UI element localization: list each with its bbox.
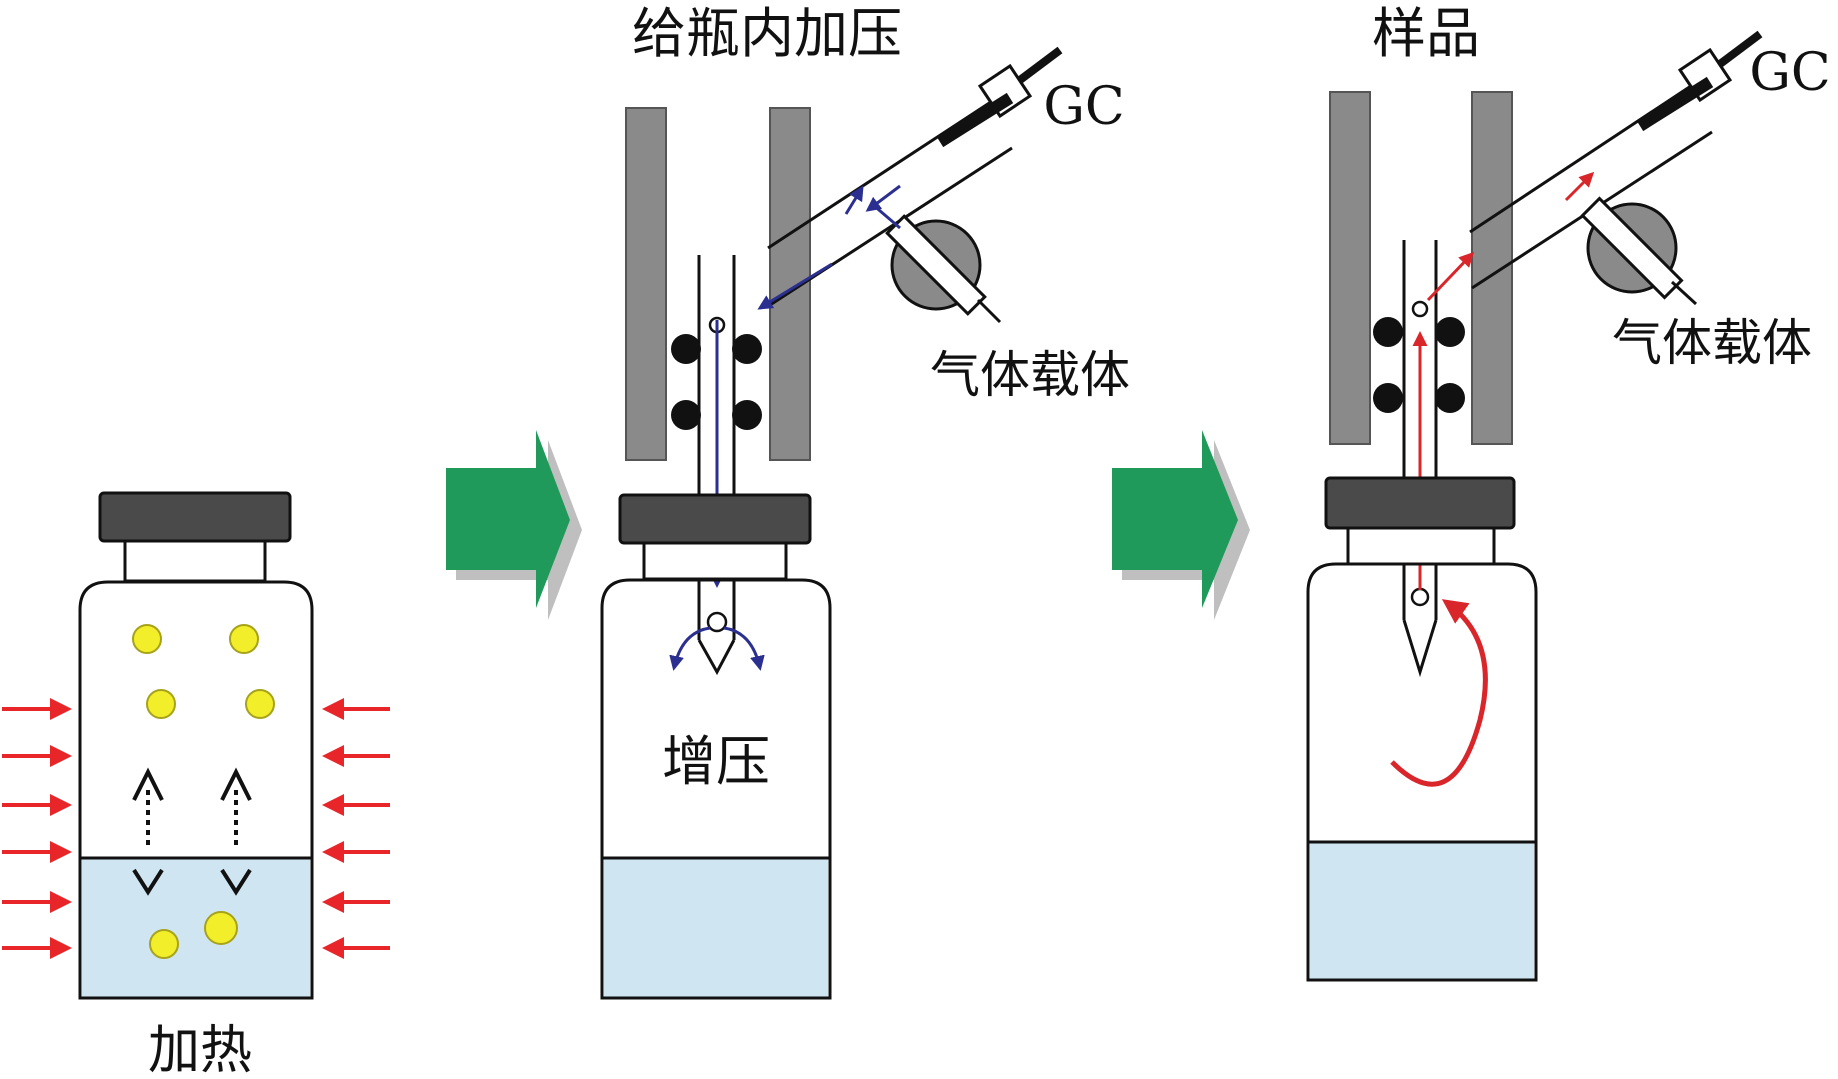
vial-cap [618, 493, 812, 545]
carrier-gas-label: 气体载体 [930, 346, 1130, 404]
carrier-flow-arrow [669, 184, 901, 671]
vial-neck [642, 541, 788, 581]
valve-icon [871, 202, 1002, 324]
vial-neck [1346, 526, 1496, 566]
vial-body [78, 580, 314, 1000]
needle-tip [1402, 619, 1438, 678]
vapor-arrow [220, 767, 252, 896]
o-ring [1435, 383, 1465, 413]
heating-label: 加热 [148, 1021, 252, 1079]
injector-column [769, 107, 811, 461]
particle [204, 911, 238, 945]
particle [245, 689, 275, 719]
gc-label: GC [1043, 77, 1124, 137]
particle [229, 624, 259, 654]
vial-cap [98, 491, 292, 543]
liquid [1310, 842, 1534, 980]
o-ring [732, 334, 762, 364]
gc-label: GC [1749, 43, 1830, 103]
vial-neck [123, 539, 267, 583]
particle [149, 929, 179, 959]
pressurize-title: 给瓶内加压 [632, 2, 902, 65]
needle-port [706, 611, 728, 633]
heat-arrows-left [2, 698, 72, 959]
carrier-gas-label: 气体载体 [1612, 314, 1812, 372]
vial-body [1306, 562, 1538, 982]
stage-heating: 加热 [2, 491, 390, 1079]
o-ring [1373, 317, 1403, 347]
needle-tip [697, 639, 736, 676]
liquid [604, 858, 828, 998]
vapor-arrow [132, 767, 164, 896]
o-ring [1373, 383, 1403, 413]
heat-arrows-right [322, 698, 390, 959]
liquid [82, 858, 310, 998]
o-ring [671, 400, 701, 430]
o-ring [1435, 317, 1465, 347]
o-ring [671, 334, 701, 364]
needle-port [1410, 587, 1430, 607]
sample-title: 样品 [1372, 2, 1480, 65]
syringe-icon [936, 46, 1063, 148]
o-ring [732, 400, 762, 430]
headspace-flow-arrow [1390, 599, 1488, 787]
right-block-arrow-icon [1112, 430, 1250, 620]
particle [146, 689, 176, 719]
stage-sample: 样品 GC 气体载体 [1306, 2, 1831, 982]
needle-port [1411, 300, 1429, 318]
right-block-arrow-icon [446, 430, 582, 620]
vial-cap [1324, 476, 1516, 530]
vial-1 [78, 491, 314, 1000]
injector-column [1471, 91, 1513, 445]
injector-column [625, 107, 667, 461]
syringe-icon [1636, 30, 1763, 132]
vial-body [600, 578, 832, 1000]
particle [132, 624, 162, 654]
stage-pressurize: 给瓶内加压 GC 气体载体 [600, 2, 1130, 1000]
valve-icon [1580, 196, 1698, 306]
injector-column [1329, 91, 1371, 445]
pressurize-inside-label: 增压 [662, 730, 770, 793]
